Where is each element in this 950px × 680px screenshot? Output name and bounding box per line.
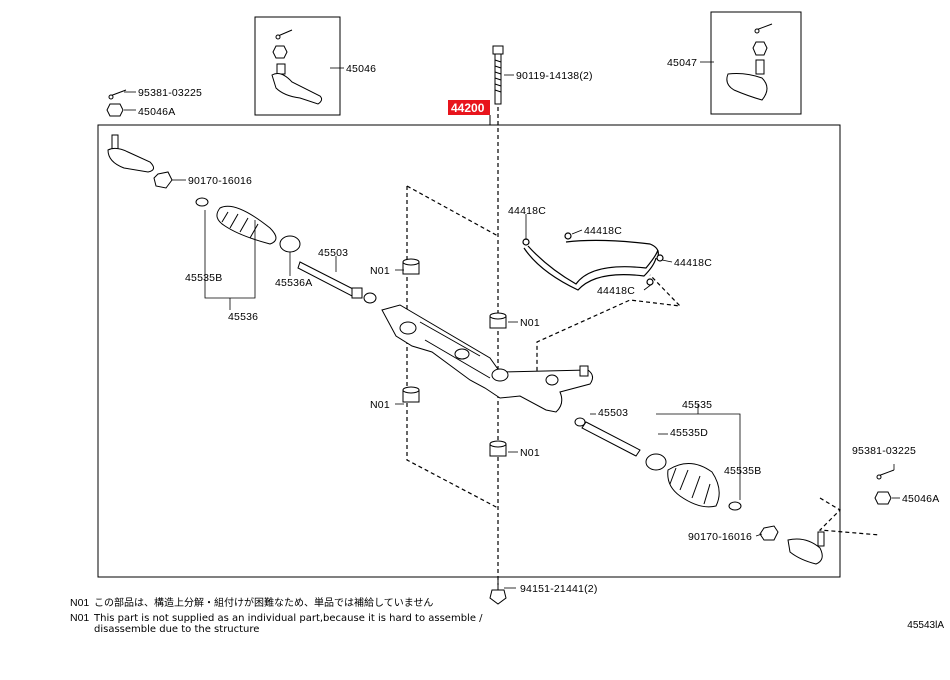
label-cotter-pin-right[interactable]: 95381-03225: [852, 445, 916, 457]
label-n01-b[interactable]: N01: [520, 317, 540, 329]
label-n01-d[interactable]: N01: [520, 447, 540, 459]
svg-text:44200: 44200: [451, 101, 485, 115]
note-japanese: N01 この部品は、構造上分解・組付けが困難なため、単品では補給していません: [70, 597, 433, 610]
bushing-n01-c-icon: [402, 386, 420, 403]
label-nut-inner-left[interactable]: 90170-16016: [188, 175, 252, 187]
label-boot-clamp-a[interactable]: 45535B: [185, 272, 222, 284]
rack-end-left-icon: [297, 261, 377, 304]
label-n01-c[interactable]: N01: [370, 399, 390, 411]
label-boot-right[interactable]: 45535: [682, 399, 712, 411]
label-tube-4[interactable]: 44418C: [597, 285, 635, 297]
bottom-bolt-icon: [489, 580, 507, 605]
cotter-pin-left-icon: [106, 89, 127, 117]
rack-dashed-outline: [406, 186, 499, 509]
tie-rod-end-inner-left-icon: [107, 134, 173, 189]
label-bolt-bottom[interactable]: 94151-21441(2): [520, 583, 598, 595]
note-english: N01 This part is not supplied as an indiv…: [70, 612, 483, 625]
bushing-n01-a-icon: [402, 258, 420, 275]
tie-rod-end-left-icon: [271, 29, 323, 105]
note-text: この部品は、構造上分解・組付けが困難なため、単品では補給していません: [94, 598, 434, 609]
note-code: N01: [70, 597, 90, 609]
rack-housing-icon: [381, 304, 594, 413]
figure-id: 45543lA: [907, 620, 944, 631]
label-tie-rod-end-right[interactable]: 45047: [667, 57, 697, 69]
note-text: disassemble due to the structure: [94, 624, 260, 635]
label-nut-right[interactable]: 45046A: [902, 493, 939, 505]
assembly-frame: [97, 124, 841, 578]
label-boot[interactable]: 45536: [228, 311, 258, 323]
label-nut-inner-right[interactable]: 90170-16016: [688, 531, 752, 543]
label-nut-left[interactable]: 45046A: [138, 106, 175, 118]
label-clamp-d[interactable]: 45535D: [670, 427, 708, 439]
bushing-n01-d-icon: [489, 440, 507, 457]
pressure-tubes-icon: [522, 232, 664, 291]
tie-rod-end-right-icon: [726, 23, 773, 101]
label-bolt-top[interactable]: 90119-14138(2): [516, 70, 593, 82]
cotter-pin-right-icon: [874, 469, 895, 505]
top-bolt-icon: [492, 45, 504, 105]
label-n01-a[interactable]: N01: [370, 265, 390, 277]
label-tie-rod-end-left[interactable]: 45046: [346, 63, 376, 75]
label-clip[interactable]: 45536A: [275, 277, 312, 289]
label-cotter-pin-left[interactable]: 95381-03225: [138, 87, 202, 99]
note-english-cont: disassemble due to the structure: [70, 624, 259, 636]
note-text: This part is not supplied as an individu…: [94, 613, 483, 624]
inset-box-right: [710, 11, 802, 115]
inset-box-left: [254, 16, 341, 116]
label-rack-end-left[interactable]: 45503: [318, 247, 348, 259]
note-code: N01: [70, 612, 90, 624]
label-tube-3[interactable]: 44418C: [674, 257, 712, 269]
label-tube-1[interactable]: 44418C: [508, 205, 546, 217]
rack-end-right-icon: [574, 417, 641, 457]
boot-left-icon: [195, 197, 301, 253]
label-clamp-b-right[interactable]: 45535B: [724, 465, 761, 477]
main-assembly-label[interactable]: 44200: [448, 100, 491, 125]
label-rack-end-right[interactable]: 45503: [598, 407, 628, 419]
tie-rod-end-inner-right-icon: [759, 525, 825, 565]
boot-right-icon: [645, 453, 742, 511]
bushing-n01-b-icon: [489, 312, 507, 329]
label-tube-2[interactable]: 44418C: [584, 225, 622, 237]
